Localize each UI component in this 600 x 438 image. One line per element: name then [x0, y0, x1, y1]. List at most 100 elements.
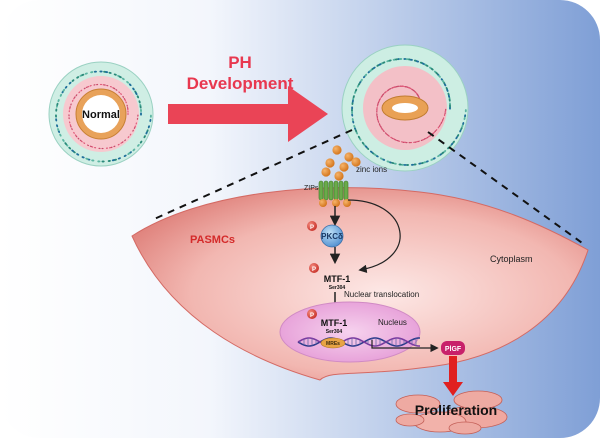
tissue-dot: [71, 128, 73, 131]
tissue-dot: [430, 67, 434, 71]
zinc-ion: [325, 158, 335, 168]
tissue-dot: [127, 136, 130, 139]
tissue-dot: [352, 120, 355, 124]
tissue-dot: [96, 83, 99, 86]
tissue-dot: [389, 88, 392, 90]
tissue-dot: [413, 163, 417, 166]
tissue-dot: [132, 148, 136, 152]
svg-text:P: P: [310, 313, 314, 319]
tissue-dot: [87, 85, 90, 88]
tissue-dot: [126, 104, 128, 107]
tissue-dot: [118, 75, 122, 79]
tissue-dot: [113, 73, 117, 76]
tissue-dot: [94, 147, 97, 149]
tissue-dot: [75, 94, 78, 97]
tissue-dot: [409, 58, 413, 61]
tissue-dot: [80, 89, 83, 92]
tissue-dot: [407, 87, 410, 89]
tissue-dot: [351, 99, 354, 103]
tissue-dot: [107, 160, 111, 162]
tissue-dot: [99, 83, 103, 86]
ph-vessel-icon: [341, 44, 469, 172]
tissue-dot: [71, 99, 74, 102]
tissue-dot: [376, 113, 378, 116]
tissue-dot: [57, 128, 60, 132]
tissue-dot: [81, 73, 85, 77]
zinc-ion: [351, 157, 361, 167]
tissue-dot: [90, 71, 94, 74]
tissue-dot: [464, 109, 467, 113]
tissue-dot: [425, 137, 428, 140]
nucleus-label: Nucleus: [378, 318, 407, 327]
tissue-dot: [56, 102, 59, 106]
tissue-dot: [442, 118, 444, 121]
tissue-dot: [409, 87, 412, 90]
tissue-dot: [68, 146, 72, 150]
tissue-dot: [91, 159, 95, 162]
tissue-dot: [382, 129, 384, 131]
tissue-dot: [55, 118, 58, 122]
tissue-dot: [413, 141, 416, 143]
tissue-dot: [452, 140, 455, 144]
tissue-dot: [387, 89, 390, 91]
tissue-dot: [442, 117, 445, 120]
tissue-dot: [399, 58, 403, 60]
tissue-dot: [400, 141, 404, 143]
zinc-ion: [344, 152, 354, 162]
tissue-dot: [378, 100, 380, 103]
tissue-dot: [59, 133, 62, 137]
tissue-dot: [462, 122, 465, 126]
tissue-dot: [68, 110, 70, 113]
tissue-dot: [403, 163, 407, 166]
phospho-marker-mtf1-nuclear: P: [307, 309, 317, 319]
tissue-dot: [382, 93, 385, 96]
tissue-dot: [99, 70, 103, 73]
tissue-dot: [108, 147, 112, 149]
tissue-dot: [450, 142, 454, 146]
zip-helix: [318, 180, 324, 201]
zip-helix: [338, 180, 344, 201]
ph-development-arrow: [168, 86, 328, 142]
mres-element: MREs: [320, 337, 346, 349]
tissue-dot: [132, 87, 135, 91]
tissue-dot: [386, 160, 390, 163]
tissue-dot: [370, 150, 373, 154]
tissue-dot: [386, 134, 389, 136]
tissue-dot: [420, 139, 423, 142]
zip-helix: [333, 180, 339, 201]
tissue-dot: [89, 85, 92, 87]
nuclear-translocation-label: Nuclear translocation: [344, 290, 419, 299]
tissue-dot: [93, 84, 96, 86]
zinc-ion-bound: [319, 199, 327, 207]
tissue-dot: [405, 164, 410, 166]
tissue-dot: [129, 133, 132, 136]
tissue-dot: [376, 115, 379, 118]
tissue-dot: [372, 66, 376, 70]
tissue-dot: [71, 149, 75, 153]
tissue-dot: [394, 58, 398, 61]
tissue-dot: [449, 104, 451, 108]
tissue-dot: [74, 134, 77, 137]
tissue-dot: [84, 72, 88, 75]
tissue-dot: [396, 140, 399, 142]
tissue-dot: [420, 162, 424, 165]
tissue-dot: [354, 129, 358, 133]
tissue-dot: [392, 86, 395, 89]
tissue-dot: [460, 127, 463, 131]
tissue-dot: [135, 92, 138, 96]
tissue-dot: [103, 84, 106, 86]
tissue-dot: [351, 113, 354, 117]
tissue-dot: [122, 95, 125, 98]
tissue-dot: [444, 112, 446, 115]
dna-strand: [297, 337, 420, 347]
tissue-dot: [127, 152, 131, 155]
tissue-dot: [123, 154, 127, 157]
tissue-dot: [117, 157, 121, 160]
tissue-dot: [414, 91, 417, 94]
zips-label: ZIPs: [304, 185, 319, 192]
zip-transporter-icon: [318, 180, 351, 207]
tissue-dot: [437, 154, 441, 158]
tissue-dot: [139, 105, 142, 109]
pkc-label: PKCδ: [321, 232, 343, 241]
zinc-ion: [339, 162, 349, 172]
